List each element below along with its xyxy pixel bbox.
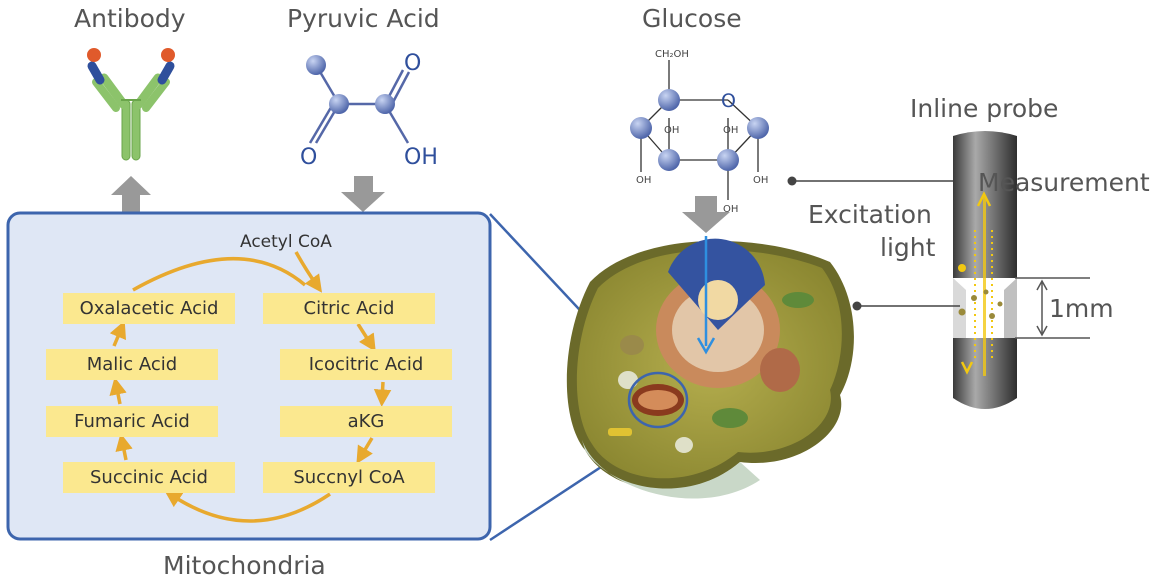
arrow-up-to-antibody bbox=[111, 176, 151, 212]
glucose-ch2oh: CH₂OH bbox=[655, 49, 689, 60]
step-succinic-acid: Succinic Acid bbox=[63, 462, 235, 493]
excitation-label-line2: light bbox=[880, 233, 936, 262]
cell-illustration bbox=[566, 236, 854, 499]
step-citric-acid: Citric Acid bbox=[263, 293, 435, 324]
antibody-icon bbox=[87, 48, 175, 161]
pyruvic-o-upper: O bbox=[404, 51, 421, 76]
gap-dimension-label: 1mm bbox=[1049, 294, 1114, 323]
acetyl-coa-label: Acetyl CoA bbox=[240, 232, 332, 252]
mitochondria-caption: Mitochondria bbox=[163, 551, 326, 580]
glucose-ring-o: O bbox=[721, 90, 736, 112]
step-malic-acid: Malic Acid bbox=[46, 349, 218, 380]
pyruvic-o-lower: O bbox=[300, 145, 317, 170]
excitation-label-line1: Excitation bbox=[808, 200, 932, 229]
cycle-arrows bbox=[109, 251, 392, 523]
dim-arrow-head-top bbox=[1036, 279, 1048, 291]
glucose-oh-1: OH bbox=[664, 125, 679, 136]
inline-probe-title: Inline probe bbox=[910, 94, 1059, 123]
step-fumaric-acid: Fumaric Acid bbox=[46, 406, 218, 437]
pyruvic-oh: OH bbox=[404, 145, 438, 170]
antibody-label: Antibody bbox=[74, 4, 186, 33]
glucose-oh-2: OH bbox=[723, 125, 738, 136]
step-oxalacetic-acid: Oxalacetic Acid bbox=[63, 293, 235, 324]
step-icocitric-acid: Icocitric Acid bbox=[280, 349, 452, 380]
measurement-callout-dot bbox=[787, 176, 797, 186]
glucose-oh-4: OH bbox=[753, 175, 768, 186]
measurement-label: Measurement bbox=[978, 168, 1150, 197]
arrow-down-from-pyruvic bbox=[341, 176, 385, 212]
dim-arrow-head-bottom bbox=[1036, 325, 1048, 337]
inline-probe bbox=[953, 131, 1017, 409]
arrow-down-from-glucose bbox=[682, 196, 730, 233]
pyruvic-acid-label: Pyruvic Acid bbox=[287, 4, 440, 33]
step-akg: aKG bbox=[280, 406, 452, 437]
glucose-label: Glucose bbox=[642, 4, 742, 33]
glucose-oh-3: OH bbox=[636, 175, 651, 186]
excitation-callout-dot bbox=[852, 301, 862, 311]
glucose-molecule bbox=[630, 60, 769, 200]
pyruvic-acid-molecule bbox=[306, 55, 411, 144]
glucose-oh-5: OH bbox=[723, 204, 738, 215]
step-succnyl-coa: Succnyl CoA bbox=[263, 462, 435, 493]
